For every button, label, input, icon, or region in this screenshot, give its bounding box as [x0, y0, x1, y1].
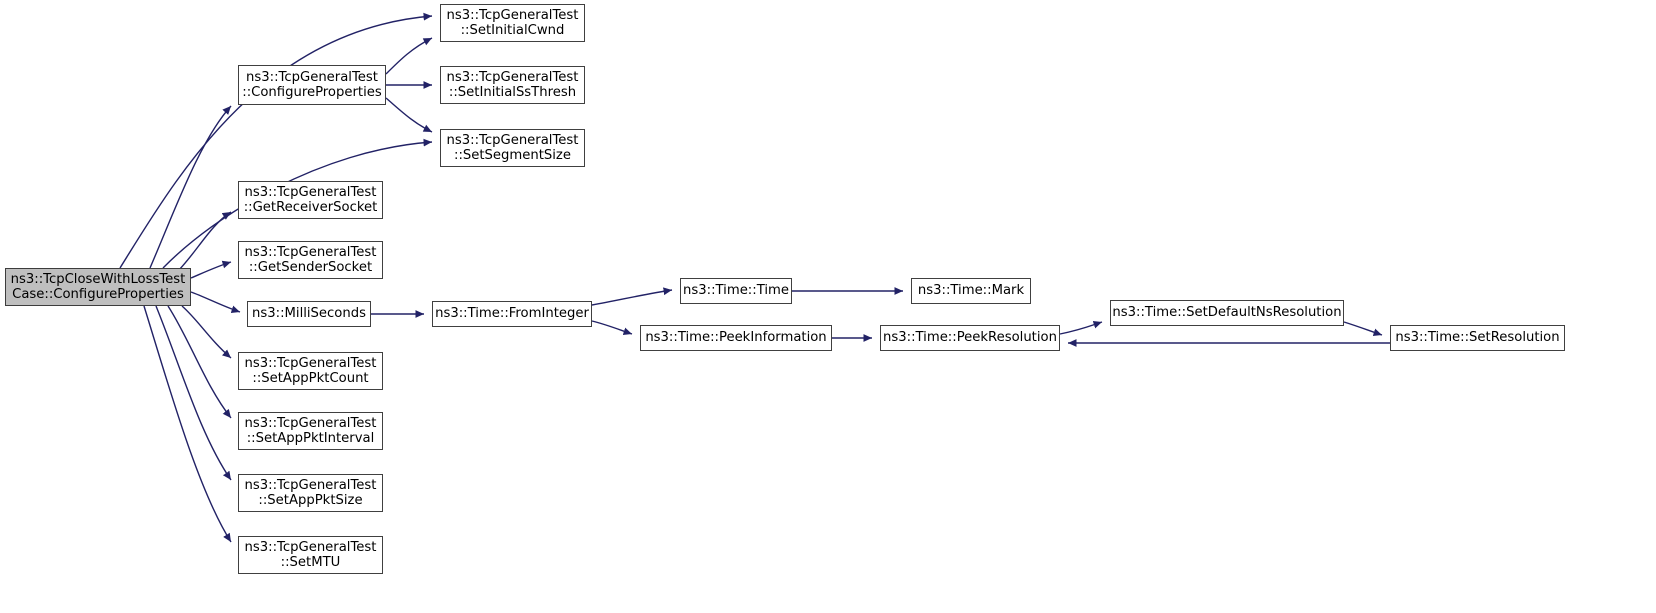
call-edge	[591, 320, 633, 336]
graph-node-setapppktsize[interactable]: ns3::TcpGeneralTest::SetAppPktSize	[238, 474, 383, 512]
graph-node-configureproperties[interactable]: ns3::TcpGeneralTest::ConfigureProperties	[238, 65, 386, 105]
call-edge	[1343, 321, 1383, 337]
graph-node-label: ns3::TcpGeneralTest	[244, 415, 377, 431]
graph-node-label: ns3::TcpGeneralTest	[244, 244, 377, 260]
call-edge	[1059, 320, 1103, 335]
graph-node-label: ns3::Time::PeekResolution	[883, 330, 1057, 346]
graph-node-label: ::SetInitialSsThresh	[448, 85, 577, 100]
graph-node-mark[interactable]: ns3::Time::Mark	[911, 278, 1031, 304]
graph-node-label: ::SetAppPktInterval	[246, 431, 375, 446]
call-edge	[190, 291, 241, 314]
graph-node-label: ns3::Time::SetDefaultNsResolution	[1112, 305, 1342, 321]
graph-node-setapppktcount[interactable]: ns3::TcpGeneralTest::SetAppPktCount	[238, 352, 383, 390]
graph-node-setsegmentsize[interactable]: ns3::TcpGeneralTest::SetSegmentSize	[440, 129, 585, 167]
graph-node-label: ns3::Time::Time	[683, 283, 789, 299]
graph-node-label: ::SetSegmentSize	[454, 148, 571, 163]
call-edge	[385, 37, 433, 75]
graph-node-label: Case::ConfigureProperties	[12, 287, 184, 302]
graph-node-label: ns3::TcpGeneralTest	[446, 132, 579, 148]
call-edge	[149, 105, 232, 269]
graph-node-timetime[interactable]: ns3::Time::Time	[680, 278, 792, 304]
graph-node-label: ns3::TcpGeneralTest	[446, 7, 579, 23]
graph-node-label: ns3::TcpGeneralTest	[244, 539, 377, 555]
graph-node-setdefaultnsresolution[interactable]: ns3::Time::SetDefaultNsResolution	[1110, 300, 1344, 326]
graph-node-label: ::SetInitialCwnd	[460, 23, 565, 38]
graph-node-setinitialcwnd[interactable]: ns3::TcpGeneralTest::SetInitialCwnd	[440, 4, 585, 42]
graph-node-label: ::SetAppPktCount	[252, 371, 369, 386]
graph-node-setinitialssthresh[interactable]: ns3::TcpGeneralTest::SetInitialSsThresh	[440, 66, 585, 104]
graph-node-peekinformation[interactable]: ns3::Time::PeekInformation	[640, 325, 832, 351]
graph-node-label: ns3::TcpGeneralTest	[244, 477, 377, 493]
call-edge	[167, 305, 232, 419]
graph-node-getsendersocket[interactable]: ns3::TcpGeneralTest::GetSenderSocket	[238, 241, 383, 279]
call-edge	[143, 305, 232, 543]
graph-node-setapppktinterval[interactable]: ns3::TcpGeneralTest::SetAppPktInterval	[238, 412, 383, 450]
graph-node-setmtu[interactable]: ns3::TcpGeneralTest::SetMTU	[238, 536, 383, 574]
graph-node-label: ns3::TcpGeneralTest	[244, 355, 377, 371]
graph-node-label: ns3::TcpGeneralTest	[244, 184, 377, 200]
graph-node-label: ns3::TcpGeneralTest	[246, 69, 378, 85]
graph-node-fromint[interactable]: ns3::Time::FromInteger	[432, 301, 592, 327]
call-edge	[385, 97, 433, 133]
graph-node-label: ::ConfigureProperties	[242, 85, 382, 100]
graph-node-label: ns3::Time::SetResolution	[1395, 330, 1560, 346]
call-edge	[181, 305, 232, 359]
graph-node-label: ns3::Time::FromInteger	[435, 306, 589, 322]
call-edge	[591, 287, 673, 306]
graph-node-label: ns3::Time::Mark	[917, 283, 1025, 299]
graph-node-label: ns3::MilliSeconds	[252, 306, 366, 322]
graph-node-milliseconds[interactable]: ns3::MilliSeconds	[247, 301, 371, 327]
graph-node-label: ::GetSenderSocket	[248, 260, 373, 275]
graph-node-label: ns3::TcpCloseWithLossTest	[10, 271, 186, 287]
graph-node-label: ns3::TcpGeneralTest	[446, 69, 579, 85]
call-edge	[119, 12, 433, 269]
graph-node-setresolution[interactable]: ns3::Time::SetResolution	[1390, 325, 1565, 351]
graph-node-peekresolution[interactable]: ns3::Time::PeekResolution	[880, 325, 1060, 351]
graph-node-label: ns3::Time::PeekInformation	[645, 330, 827, 346]
graph-node-label: ::SetAppPktSize	[258, 493, 363, 508]
graph-node-label: ::SetMTU	[280, 555, 341, 570]
call-edge	[174, 211, 232, 275]
call-edge	[190, 260, 232, 279]
graph-node-label: ::GetReceiverSocket	[243, 200, 378, 215]
graph-node-getreceiversocket[interactable]: ns3::TcpGeneralTest::GetReceiverSocket	[238, 181, 383, 219]
call-edge	[155, 305, 232, 481]
